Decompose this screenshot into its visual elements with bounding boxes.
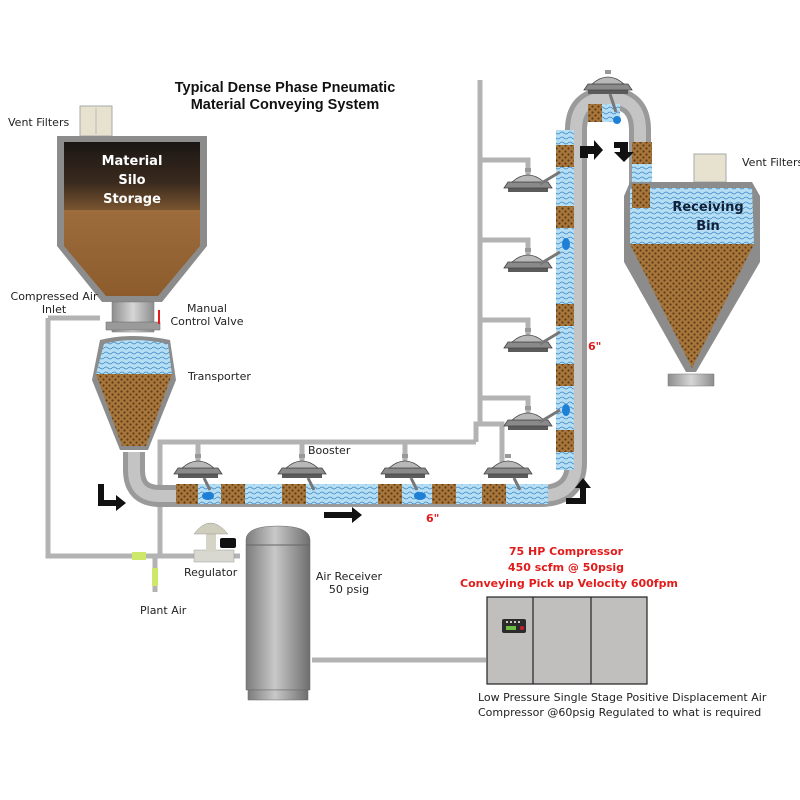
silo-label-line: Storage xyxy=(103,192,161,207)
label-line: Control Valve xyxy=(170,315,244,328)
flow-arrow-icon xyxy=(566,478,591,504)
compressor-description: Low Pressure Single Stage Positive Displ… xyxy=(478,690,767,720)
transporter-vessel xyxy=(92,336,176,450)
silo-label: Material Silo Storage xyxy=(64,152,200,209)
booster-valve xyxy=(483,453,533,479)
label-line: Compressed Air xyxy=(10,290,98,303)
label-line: 50 psig xyxy=(328,583,370,596)
plant-air-label: Plant Air xyxy=(140,604,187,617)
receiving-bin-label: Receiving Bin xyxy=(660,198,756,236)
material-silo xyxy=(57,105,207,302)
flow-arrow-icon xyxy=(98,484,126,511)
booster-valve xyxy=(277,453,327,479)
label-line: Air Receiver xyxy=(315,570,383,583)
transporter-label: Transporter xyxy=(188,370,251,383)
horizontal-pipe-size-label: 6" xyxy=(426,512,440,525)
regulator-valve xyxy=(193,522,236,563)
title-line-1: Typical Dense Phase Pneumatic xyxy=(174,80,396,96)
manual-control-valve-label: Manual Control Valve xyxy=(166,302,248,328)
description-line: Low Pressure Single Stage Positive Displ… xyxy=(478,691,767,704)
silo-vent-filters-label: Vent Filters xyxy=(8,116,70,129)
air-receiver-tank xyxy=(245,525,311,701)
booster-valve xyxy=(380,453,430,479)
silo-label-line: Material xyxy=(101,154,163,169)
bin-label-line: Receiving xyxy=(672,200,744,215)
vertical-pipe-size-label: 6" xyxy=(588,340,602,353)
compressor-unit xyxy=(486,596,648,685)
booster-valves xyxy=(173,69,633,491)
label-line: Inlet xyxy=(41,303,67,316)
bin-vent-filter xyxy=(693,153,727,183)
bin-vent-filters-label: Vent Filters xyxy=(742,156,800,169)
conveying-pipeline xyxy=(123,86,652,507)
flow-arrows xyxy=(98,140,634,523)
bin-label-line: Bin xyxy=(696,219,720,234)
flow-arrow-icon xyxy=(580,140,603,160)
description-line: Compressor @60psig Regulated to what is … xyxy=(478,706,762,719)
spec-line: 450 scfm @ 50psig xyxy=(507,561,625,574)
booster-label: Booster xyxy=(308,444,351,457)
air-supply-lines xyxy=(45,80,531,663)
compressor-specs: 75 HP Compressor 450 scfm @ 50psig Conve… xyxy=(460,544,678,592)
regulator-label: Regulator xyxy=(184,566,238,579)
air-receiver-label: Air Receiver 50 psig xyxy=(314,570,384,596)
receiving-bin xyxy=(624,153,760,387)
manual-control-valve xyxy=(105,301,161,333)
plant-air-fitting xyxy=(132,552,146,560)
diagram-title: Typical Dense Phase Pneumatic Material C… xyxy=(140,80,430,114)
label-line: Manual xyxy=(187,302,227,315)
booster-valve xyxy=(583,69,633,95)
flow-arrow-icon xyxy=(324,507,362,523)
flow-arrow-icon xyxy=(614,142,634,162)
booster-valve xyxy=(173,453,223,479)
compressed-air-inlet-label: Compressed Air Inlet xyxy=(8,290,100,316)
plant-air-fitting xyxy=(152,568,158,586)
title-line-2: Material Conveying System xyxy=(190,97,380,113)
spec-line: 75 HP Compressor xyxy=(508,545,624,558)
silo-label-line: Silo xyxy=(118,173,146,188)
spec-line: Conveying Pick up Velocity 600fpm xyxy=(460,577,678,590)
